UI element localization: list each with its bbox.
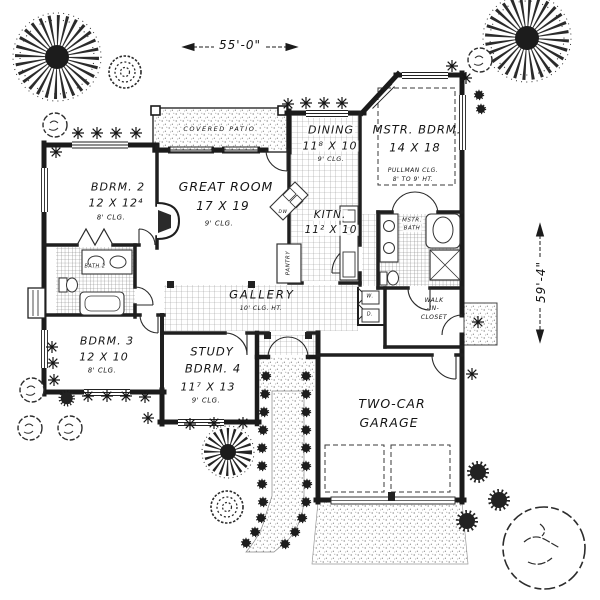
washer-label: W. xyxy=(366,293,374,300)
mstr-bath-name-1: MSTR. xyxy=(401,217,423,224)
pantry-closet xyxy=(276,243,302,284)
master-tub-basin xyxy=(432,216,454,244)
entry-column xyxy=(264,332,271,339)
dining-name: DINING xyxy=(307,123,355,137)
bath2-tub xyxy=(79,291,125,316)
bath2-toilet xyxy=(66,277,78,293)
wic-name-3: CLOSET xyxy=(420,314,448,321)
bdrm2-size: 12 X 12⁴ xyxy=(88,196,144,210)
bdrm3-name: BDRM. 3 xyxy=(79,334,135,348)
great-room-name: GREAT ROOM xyxy=(178,178,274,194)
car-space-right xyxy=(390,444,451,493)
garage-name-2: GARAGE xyxy=(359,414,419,430)
bdrm2-closet-bifold xyxy=(76,227,114,247)
pantry-label: PANTRY xyxy=(285,250,292,276)
gallery-ceiling: 10' CLG. HT. xyxy=(239,305,283,312)
wic-name-1: WALK xyxy=(424,297,444,304)
kitchen-size: 11² X 10 xyxy=(303,223,359,236)
bdrm3-ceiling: 8' CLG. xyxy=(87,366,117,375)
gallery-column xyxy=(167,281,174,288)
dimension-lines xyxy=(181,42,545,344)
garage-entry-door xyxy=(431,354,457,380)
mstr-bdrm-name: MSTR. BDRM. xyxy=(372,122,462,137)
garage-door-post xyxy=(388,492,395,501)
master-sink xyxy=(383,242,395,254)
master-sink xyxy=(383,220,395,232)
bdrm3-door xyxy=(139,314,159,334)
master-bath-double-door xyxy=(391,191,439,213)
driveway xyxy=(311,501,469,565)
dryer-label: D. xyxy=(366,311,374,318)
front-double-door xyxy=(267,336,309,358)
dimension-depth-label: 59'-4" xyxy=(534,260,548,304)
master-hall-tile xyxy=(362,214,376,286)
dining-size: 11⁸ X 10 xyxy=(301,139,359,153)
covered-patio-label: COVERED PATIO. xyxy=(182,124,260,133)
fixtures xyxy=(58,181,461,505)
study-size: 11⁷ X 13 xyxy=(180,380,236,394)
gallery-tile xyxy=(164,285,358,331)
study-name-1: STUDY xyxy=(190,344,234,359)
study-ceiling: 9' CLG. xyxy=(191,396,221,405)
mstr-bdrm-ceiling-1: PULLMAN CLG. xyxy=(387,167,439,174)
mstr-bath-name-2: BATH xyxy=(402,225,422,232)
study-name-2: BDRM. 4 xyxy=(184,361,242,376)
kitchen-fridge xyxy=(342,251,356,278)
gallery-column xyxy=(248,281,255,288)
car-space-left xyxy=(324,444,385,493)
patio-post xyxy=(150,105,161,116)
entry-tile xyxy=(259,335,316,355)
bdrm2-name: BDRM. 2 xyxy=(90,180,146,194)
dishwasher-label: DW xyxy=(278,209,288,215)
washer-box xyxy=(361,290,380,305)
bath2-sink xyxy=(109,255,127,269)
interior-walls xyxy=(42,111,464,394)
kitchen-name: KITN. xyxy=(312,208,348,221)
dryer-box xyxy=(361,308,380,323)
pullman-ceiling-outline xyxy=(377,87,456,186)
mstr-bdrm-size: 14 X 18 xyxy=(389,140,441,155)
bdrm2-ceiling: 8' CLG. xyxy=(96,213,126,222)
dashed-outlines xyxy=(324,87,456,493)
closet-door xyxy=(407,287,431,311)
garage-name-1: TWO-CAR xyxy=(358,395,426,411)
dining-ceiling: 9' CLG. xyxy=(316,154,346,163)
study-door xyxy=(224,332,248,356)
bath2-door xyxy=(134,286,154,306)
kitchen-counter-right xyxy=(339,205,359,281)
stoop-door xyxy=(441,314,463,336)
master-toilet-tank xyxy=(379,271,388,286)
bdrm2-door xyxy=(138,228,156,246)
great-room-ceiling: 9' CLG. xyxy=(204,219,234,228)
gallery-name: GALLERY xyxy=(229,287,295,302)
bath2-toilet-tank xyxy=(58,277,68,293)
bath2-label: BATH 2 xyxy=(83,263,107,270)
mstr-bdrm-ceiling-2: 8' TO 9' HT. xyxy=(392,176,434,183)
kitchen-sink xyxy=(282,187,304,209)
wic-name-2: -IN- xyxy=(426,305,440,312)
patio-door xyxy=(265,149,288,172)
great-room-size: 17 X 19 xyxy=(196,199,250,213)
entry-column xyxy=(305,332,312,339)
bdrm3-size: 12 X 10 xyxy=(79,350,129,364)
master-toilet xyxy=(387,270,399,286)
tub-bay-window xyxy=(27,287,46,319)
media-niche-inner xyxy=(158,210,171,233)
dimension-width-label: 55'-0" xyxy=(218,38,262,52)
